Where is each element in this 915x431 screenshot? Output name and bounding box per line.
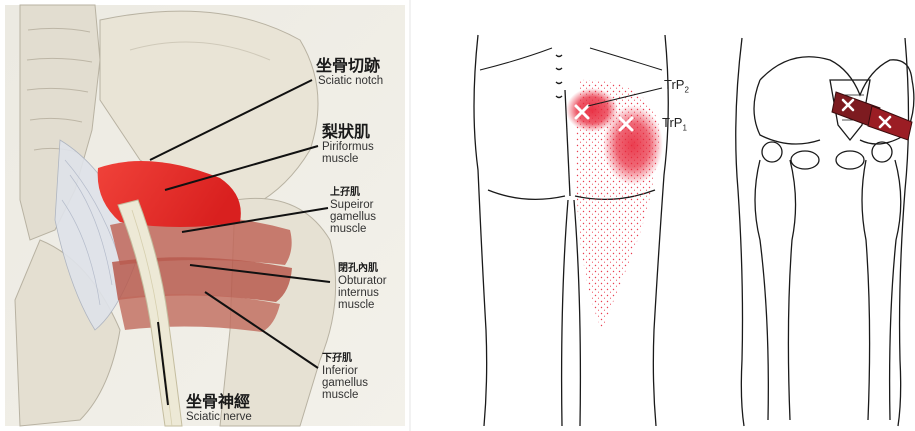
left-gluteal-fold <box>488 190 565 199</box>
right-femur-inner <box>862 160 870 420</box>
label-trp2-base: TrP <box>664 77 684 92</box>
label-inferior-gemellus-en-2: gamellus <box>322 377 368 389</box>
label-trp1: TrP1 <box>662 116 687 133</box>
label-sciatic-nerve: 坐骨神經 Sciatic nerve <box>186 394 252 423</box>
label-trp2-sub: 2 <box>684 86 688 95</box>
right-panel-left-leg <box>736 38 744 426</box>
label-superior-gemellus-en-2: gamellus <box>330 211 376 223</box>
label-obturator-internus: 閉孔內肌 Obturator internus muscle <box>338 264 387 311</box>
piriformis-right-band <box>868 106 912 140</box>
label-piriformis: 梨狀肌 Piriformus muscle <box>322 124 374 165</box>
label-trp2: TrP2 <box>664 78 689 95</box>
left-ilium-outline <box>754 80 820 144</box>
label-superior-gemellus-zh: 上孖肌 <box>330 188 376 199</box>
left-thigh-outline <box>474 35 487 426</box>
label-superior-gemellus: 上孖肌 Supeiror gamellus muscle <box>330 188 376 235</box>
label-inferior-gemellus-en-3: muscle <box>322 389 368 401</box>
right-femoral-head <box>872 142 892 162</box>
label-trp1-base: TrP <box>662 115 682 130</box>
label-obturator-internus-en-2: internus <box>338 287 387 299</box>
label-sciatic-nerve-en: Sciatic nerve <box>186 411 252 423</box>
left-femur-outline <box>755 160 768 420</box>
label-superior-gemellus-en-3: muscle <box>330 223 376 235</box>
label-trp1-sub: 1 <box>682 124 686 133</box>
iliac-crest-outline <box>760 57 912 95</box>
label-sciatic-notch-en: Sciatic notch <box>318 75 383 87</box>
label-piriformis-zh: 梨狀肌 <box>322 124 374 141</box>
label-obturator-internus-en-1: Obturator <box>338 275 387 287</box>
label-sciatic-notch-zh: 坐骨切跡 <box>316 58 383 75</box>
label-inferior-gemellus: 下孖肌 Inferior gamellus muscle <box>322 354 368 401</box>
left-inner-thigh <box>562 200 568 426</box>
right-illustration <box>736 38 914 426</box>
label-obturator-internus-en-3: muscle <box>338 299 387 311</box>
label-sciatic-notch: 坐骨切跡 Sciatic notch <box>316 58 383 87</box>
label-superior-gemellus-en-1: Supeiror <box>330 199 376 211</box>
pain-referral-pattern <box>566 80 663 330</box>
label-sciatic-nerve-zh: 坐骨神經 <box>186 394 252 411</box>
right-femur-outline <box>890 160 901 420</box>
right-panel-right-leg <box>898 38 909 426</box>
label-inferior-gemellus-zh: 下孖肌 <box>322 354 368 365</box>
label-piriformis-en-2: muscle <box>322 153 374 165</box>
label-inferior-gemellus-en-1: Inferior <box>322 365 368 377</box>
label-obturator-internus-zh: 閉孔內肌 <box>338 264 387 275</box>
left-femur-inner <box>788 160 795 420</box>
left-femoral-head <box>762 142 782 162</box>
label-piriformis-en-1: Piriformus <box>322 141 374 153</box>
